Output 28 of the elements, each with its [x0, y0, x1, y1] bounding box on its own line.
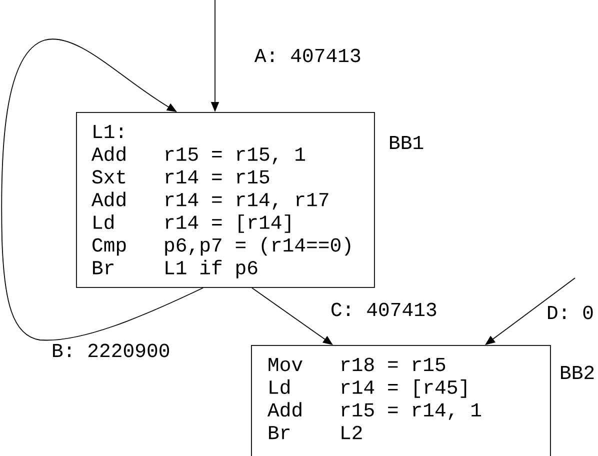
- edge-label: B: 2220900: [50, 342, 172, 358]
- operand: r14 = [r45]: [342, 379, 466, 398]
- opcode: Add: [91, 192, 126, 206]
- operand: L1 if p6: [166, 260, 258, 278]
- block-name: BB2: [561, 366, 594, 379]
- opcode: Br: [93, 261, 114, 274]
- edge-label: C: 407413: [329, 302, 438, 318]
- opcode: Cmp: [92, 238, 126, 256]
- opcode: Add: [267, 402, 302, 417]
- block-name: BB1: [390, 136, 424, 149]
- opcode: Br: [269, 426, 290, 440]
- operand: r14 = r14, r17: [166, 193, 328, 210]
- operand: r18 = r15: [342, 358, 446, 372]
- opcode: Ld: [94, 214, 114, 230]
- operand: r15 = r14, 1: [342, 403, 482, 420]
- opcode: Add: [91, 146, 126, 161]
- opcode: Sxt: [92, 170, 126, 184]
- loop-arrow: [1, 38, 204, 341]
- operand: p6,p7 = (r14==0): [165, 237, 350, 256]
- operand: r14 = [r14]: [166, 214, 290, 233]
- operand: L2: [342, 426, 362, 440]
- edge-label: A: 407413: [253, 48, 362, 64]
- operand: r14 = r15: [166, 170, 270, 184]
- opcode: Ld: [270, 379, 290, 394]
- opcode: Mov: [268, 358, 302, 372]
- code-label: L1:: [94, 124, 122, 138]
- edge-label: D: 0: [545, 304, 595, 320]
- operand: r15 = r15, 1: [166, 148, 306, 164]
